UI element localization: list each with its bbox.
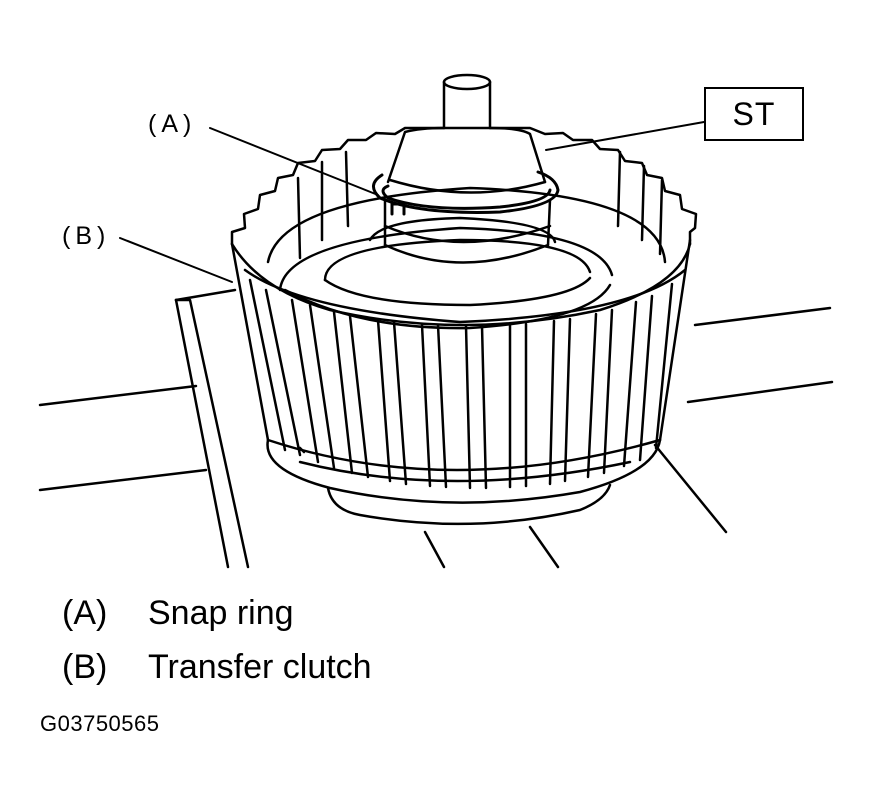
special-tool	[383, 73, 552, 264]
legend-key: (A)	[62, 594, 108, 632]
st-tool-label: ST	[704, 87, 804, 141]
clutch-drum	[230, 126, 698, 490]
clutch-hub	[278, 216, 614, 330]
callout-a-label: (A)	[148, 110, 197, 138]
legend-row-b: (B) Transfer clutch	[62, 650, 372, 684]
legend-row-a: (A) Snap ring	[62, 596, 294, 630]
workbench	[38, 288, 834, 569]
callout-b-label: (B)	[62, 222, 111, 250]
leader-lines	[119, 121, 705, 283]
legend-label: Transfer clutch	[148, 648, 372, 686]
figure-code: G03750565	[40, 711, 160, 736]
legend-key: (B)	[62, 648, 108, 686]
legend-label: Snap ring	[148, 594, 294, 632]
clutch-base	[266, 438, 662, 526]
